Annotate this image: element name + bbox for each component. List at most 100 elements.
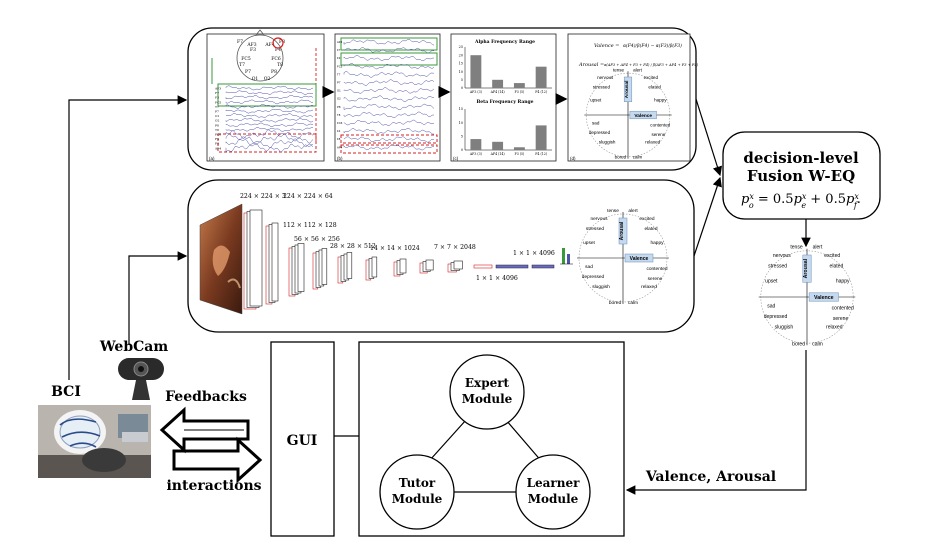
eeg-signal-trace — [225, 99, 314, 105]
gui-label: GUI — [287, 433, 318, 449]
eeg-signal-trace — [225, 138, 314, 148]
eeg-signal-trace — [343, 144, 435, 151]
emotion-label: serene — [651, 132, 665, 137]
channel-label: P8 — [337, 105, 341, 109]
frequency-bar — [492, 141, 504, 150]
bci-photo — [38, 405, 151, 478]
eeg-signal-trace — [343, 119, 435, 126]
electrode-o2: O2 — [264, 76, 271, 82]
emotion-label: elated — [830, 264, 844, 270]
frequency-bar — [535, 125, 547, 150]
channel-label: P7 — [337, 81, 341, 85]
emotion-label: bored — [792, 341, 805, 347]
y-tick-label: 10 — [459, 121, 463, 125]
channel-label: T8 — [337, 113, 341, 117]
emotion-label: alert — [628, 208, 638, 214]
emotion-label: excited — [644, 75, 659, 80]
learner-module — [515, 454, 591, 530]
face-input-image — [199, 203, 243, 315]
channel-label: P8 — [215, 123, 219, 127]
emotion-label: happy — [650, 240, 664, 246]
emotion-label: happy — [836, 278, 850, 284]
channel-label: F3 — [337, 56, 341, 60]
channel-label: AF4 — [214, 146, 221, 150]
cnn-feature-map — [399, 258, 407, 274]
frequency-bar — [470, 55, 482, 88]
eeg-signal-trace — [225, 118, 314, 123]
cnn-feature-map — [249, 209, 263, 307]
electrode-f7: F7 — [237, 39, 243, 45]
emotion-label: contented — [650, 122, 670, 127]
expert-module — [449, 354, 525, 430]
frequency-bar — [470, 139, 482, 150]
cnn-feature-map — [425, 259, 434, 271]
channel-label: AF3 — [214, 87, 221, 91]
emotion-label: tense — [613, 67, 625, 72]
cnn-feature-map — [321, 248, 328, 285]
y-tick-label: 5 — [461, 78, 463, 82]
channel-label: AF3 — [337, 40, 343, 44]
webcam-label: WebCam — [99, 339, 168, 355]
emotion-label: nervous — [773, 253, 791, 259]
channel-label: AF4 — [337, 145, 343, 149]
arousal-axis-label: Arousal — [803, 258, 809, 278]
emotion-label: contented — [646, 266, 667, 272]
emotion-label: sluggish — [592, 284, 610, 290]
electrode-fc5: FC5 — [241, 56, 251, 62]
cnn-to-fusion-arrow — [693, 176, 722, 257]
emotion-label: depressed — [589, 130, 611, 135]
y-tick-label: 25 — [459, 45, 463, 49]
eeg-signal-trace — [343, 47, 435, 54]
eeg-signal-trace — [343, 71, 435, 78]
panel-tag-d: (d) — [570, 156, 576, 161]
emotion-label: relaxed — [826, 325, 843, 331]
emotion-label: calm — [812, 341, 823, 347]
fc-layer — [473, 264, 493, 269]
valence-axis-label: Valence — [814, 295, 834, 301]
eeg-signal-trace — [343, 79, 435, 86]
x-tick-label: AF4 (14) — [490, 152, 505, 156]
eeg-signal-trace — [343, 38, 435, 46]
eeg-signal-trace — [225, 104, 314, 109]
channel-label: O2 — [337, 97, 341, 101]
expert-module-line1: Expert — [465, 376, 510, 390]
x-tick-label: F4 (12) — [535, 90, 547, 94]
emotion-label: upset — [583, 240, 595, 246]
interaction-right-arrow — [172, 436, 263, 484]
layer-size-label: 56 × 56 × 256 — [294, 236, 340, 243]
panel-tag-b: (b) — [337, 156, 343, 161]
cnn-feature-map — [271, 222, 279, 302]
electrode-f4: F4 — [275, 47, 281, 53]
layer-size-label: 28 × 28 × 512 — [330, 243, 376, 250]
frequency-bar-charts: Alpha Frequency Range Beta Frequency Ran… — [450, 33, 557, 162]
channel-label: F8 — [215, 142, 219, 146]
channel-label: T8 — [215, 128, 219, 132]
channel-label: F3 — [215, 96, 219, 100]
electrode-o1: O1 — [252, 76, 259, 82]
fusion-box — [722, 131, 881, 220]
emotion-label: upset — [765, 278, 778, 284]
eeg-signal-trace — [343, 95, 435, 102]
emotion-label: sluggish — [775, 325, 794, 331]
eeg-signal-trace — [343, 87, 435, 94]
expert-module-line2: Module — [462, 392, 513, 406]
y-tick-label: 20 — [459, 53, 463, 57]
beta-chart-title: Beta Frequency Range — [476, 99, 533, 105]
channel-label: FC5 — [215, 100, 221, 104]
emotion-label: calm — [633, 155, 643, 160]
feedback-left-arrow — [159, 406, 250, 454]
x-tick-label: F4 (12) — [535, 152, 547, 156]
channel-label: F7 — [337, 48, 341, 52]
emotion-label: relaxed — [641, 284, 657, 290]
y-tick-label: 15 — [459, 107, 463, 111]
eeg-signal-trace — [225, 142, 314, 153]
gui-box — [270, 341, 335, 537]
channel-label: P7 — [215, 110, 219, 114]
frequency-bar — [513, 83, 525, 88]
layer-size-label: 112 × 112 × 128 — [283, 222, 337, 229]
electrode-p8: P8 — [271, 69, 277, 75]
